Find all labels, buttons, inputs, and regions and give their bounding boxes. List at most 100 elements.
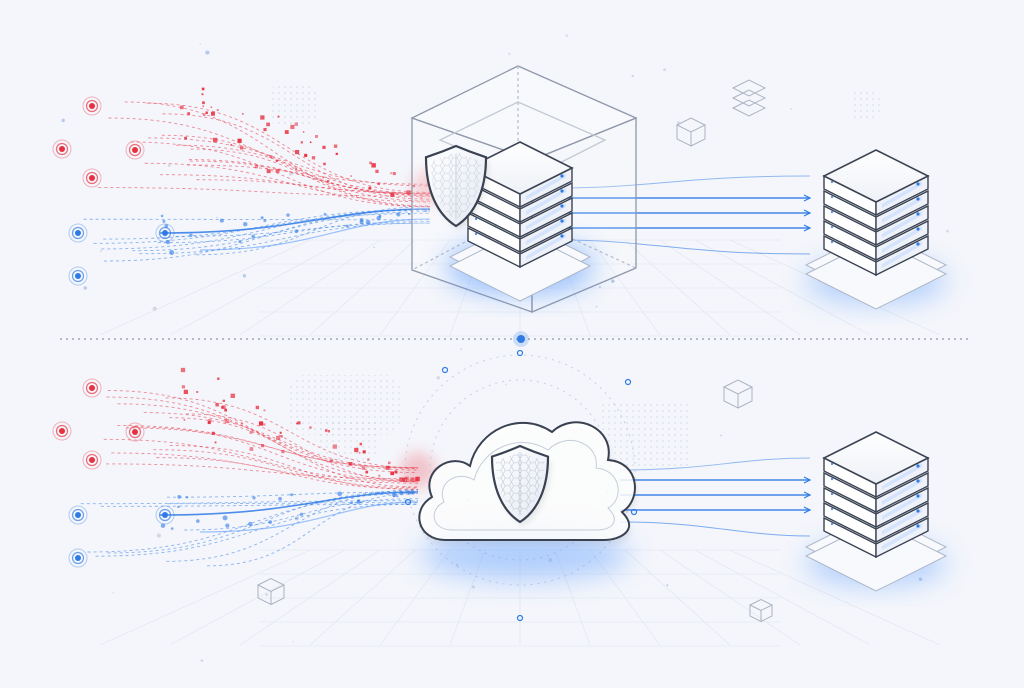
server-unit-panel — [882, 463, 922, 490]
threat-packet — [354, 447, 359, 453]
threat-flow-line — [103, 438, 419, 483]
legit-packet — [376, 215, 381, 221]
sparkle-dot — [946, 229, 949, 233]
threat-packet — [294, 122, 298, 126]
server-led — [916, 479, 920, 483]
legit-source-icon — [68, 266, 88, 286]
server-led — [916, 212, 920, 216]
threat-packet — [322, 176, 325, 179]
source-ring — [82, 450, 102, 470]
server-led — [830, 507, 834, 511]
threat-packet — [375, 169, 379, 174]
sparkle-dot — [720, 434, 723, 437]
source-ring — [52, 139, 72, 159]
legit-packet — [365, 219, 371, 225]
source-ring-inner — [55, 424, 69, 438]
threat-packet — [266, 169, 271, 174]
legit-flow-line — [103, 212, 431, 240]
legit-packet — [169, 249, 175, 255]
cube-left — [257, 585, 272, 606]
flow-arrowhead — [803, 506, 812, 514]
threat-packet — [214, 441, 217, 444]
threat-packet — [304, 153, 308, 157]
ring-node — [516, 614, 524, 622]
sparkle-dot — [565, 34, 568, 37]
server-unit-panel — [882, 211, 922, 238]
legit-main-flow — [199, 501, 419, 533]
grid-line — [99, 549, 311, 646]
source-ring-inner — [128, 425, 142, 439]
threat-packet — [217, 377, 220, 380]
sparkle-dot — [167, 164, 171, 167]
threat-packet — [187, 112, 191, 116]
flow-arrowhead — [803, 476, 812, 484]
server-unit-panel — [882, 226, 922, 253]
sparkle-dot — [676, 121, 680, 125]
ring-node — [441, 366, 449, 374]
server-unit-panel — [882, 478, 922, 505]
server-led — [474, 217, 478, 221]
decor-cube-icon — [675, 117, 707, 147]
cube-right — [737, 387, 753, 409]
threat-packet — [302, 131, 305, 133]
legit-main-flow — [199, 218, 431, 251]
clean-flow-curve — [559, 239, 811, 255]
source-ring-inner — [128, 143, 142, 157]
map-dot-patch — [268, 85, 318, 125]
source-core — [89, 457, 95, 463]
source-core — [59, 146, 65, 152]
sparkle-dot — [505, 383, 507, 386]
server-unit-panel — [526, 173, 566, 200]
legit-packet — [162, 219, 166, 223]
cube-right — [760, 605, 773, 622]
source-core — [75, 512, 81, 518]
threat-packet — [300, 141, 303, 144]
legit-flow-line — [167, 502, 419, 505]
threat-packet — [295, 168, 297, 171]
threat-packet — [399, 477, 404, 482]
server-led — [474, 232, 478, 236]
threat-packet — [324, 429, 328, 432]
threat-packet — [237, 138, 242, 143]
legit-flow-line — [95, 503, 419, 557]
legit-packet — [189, 233, 193, 237]
threat-source-icon — [82, 96, 102, 116]
threat-packet — [207, 421, 211, 425]
grid-line — [659, 549, 801, 646]
flow-arrowhead — [803, 194, 812, 202]
grid-line — [379, 239, 451, 336]
server-led — [560, 234, 564, 238]
grid-line — [624, 239, 731, 336]
sparkle-dot — [436, 376, 440, 380]
flow-arrowhead — [803, 224, 812, 232]
legit-source-icon — [68, 223, 88, 243]
cube-top — [722, 379, 754, 395]
server-led — [830, 477, 834, 481]
source-ring — [68, 548, 88, 568]
sparkle-dot — [199, 43, 201, 46]
source-core — [75, 555, 81, 561]
layers-icon — [731, 99, 767, 117]
threat-packet — [275, 168, 280, 173]
server-led — [830, 492, 834, 496]
threat-packet — [201, 87, 205, 91]
threat-source-icon — [52, 421, 72, 441]
source-core — [59, 428, 65, 434]
server-led — [830, 522, 834, 526]
sparkle-dot — [663, 68, 666, 72]
sparkle-dot — [611, 279, 615, 283]
legit-packet — [160, 214, 164, 218]
threat-packet — [277, 115, 280, 118]
server-led — [916, 227, 920, 231]
map-dot-patch — [600, 400, 690, 470]
threat-packet — [183, 419, 186, 421]
layers-icon — [731, 89, 767, 107]
legit-packet — [408, 213, 411, 216]
source-ring — [125, 422, 145, 442]
threat-packet — [332, 444, 338, 449]
threat-packet — [263, 127, 267, 132]
threat-packet — [390, 471, 395, 476]
legit-flow-line — [139, 222, 431, 255]
legit-packet — [165, 240, 170, 245]
